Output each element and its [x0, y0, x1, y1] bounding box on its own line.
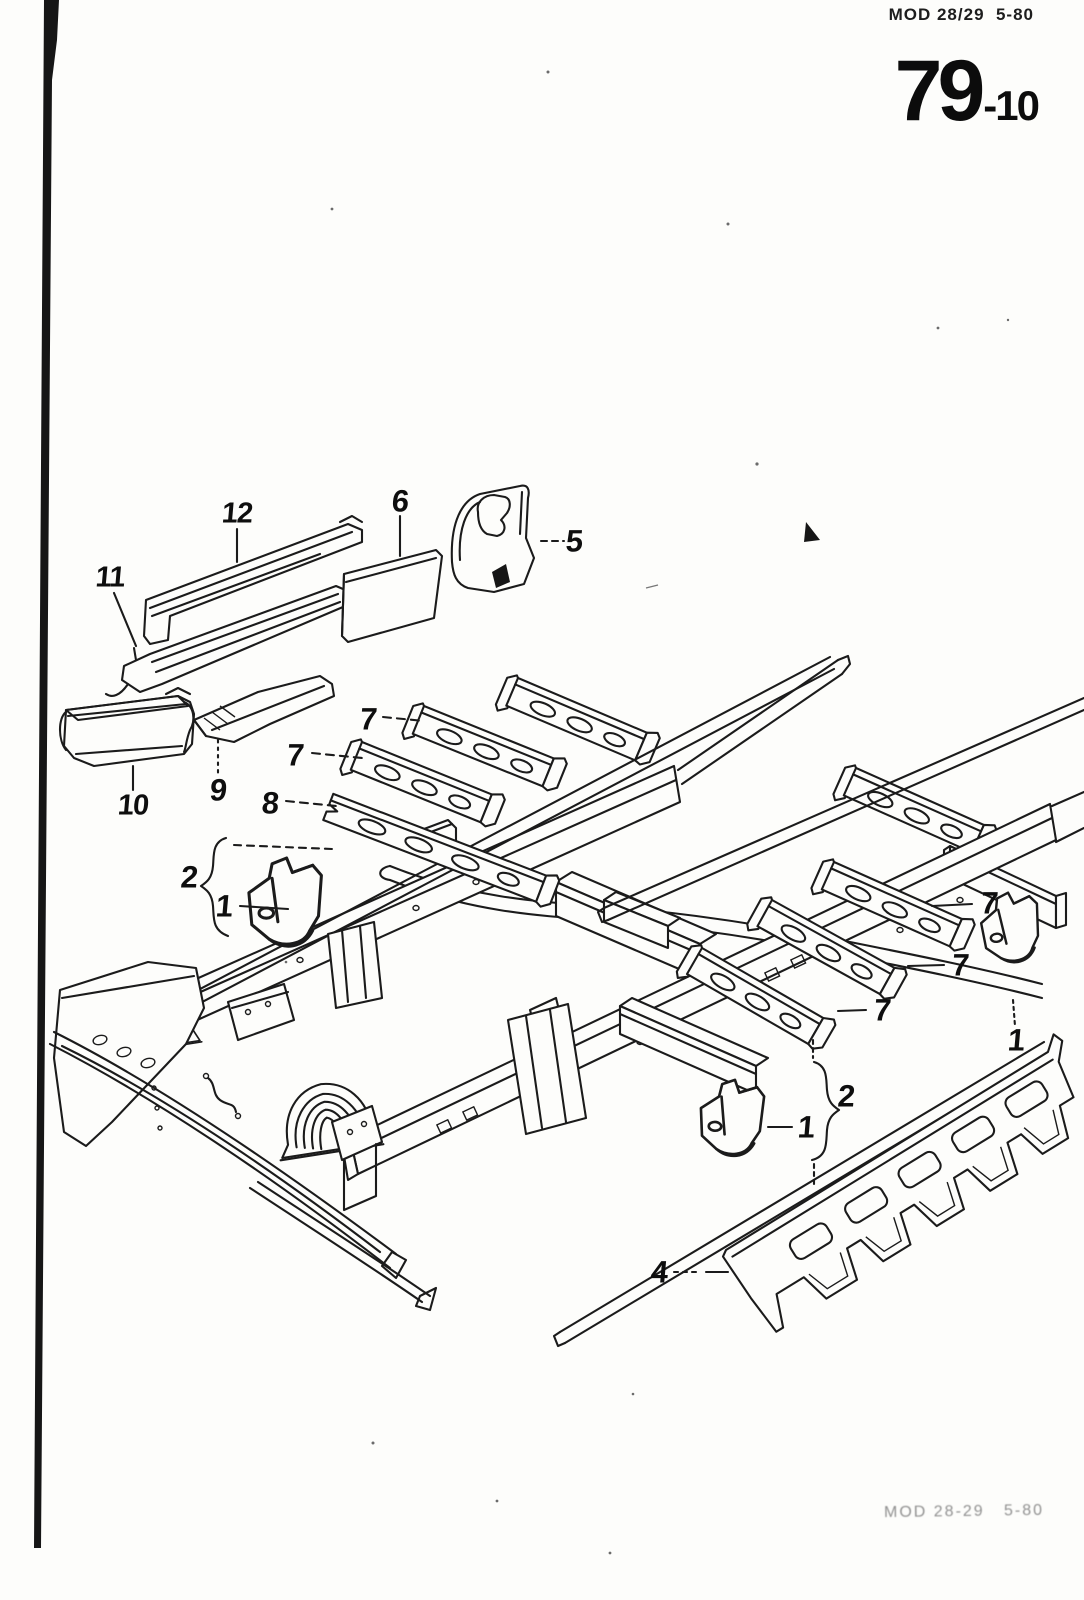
scan-specks — [284, 70, 1010, 1555]
callout-5: 5 — [564, 523, 584, 559]
page-number-main: 79 — [894, 43, 986, 139]
callout-8: 8 — [260, 785, 280, 821]
callout-10: 10 — [116, 789, 150, 822]
callout-leader-lines — [112, 514, 1017, 1274]
callout-11: 11 — [94, 561, 126, 594]
callout-9: 9 — [208, 772, 228, 808]
callout-1-bottom: 1 — [796, 1109, 816, 1145]
part-10-sill-box — [58, 686, 196, 768]
callout-1-left: 1 — [214, 888, 234, 924]
footer-doc-code: MOD 28-29 5-80 — [883, 1501, 1045, 1522]
loose-crossmembers — [321, 697, 978, 1096]
callout-12: 12 — [220, 497, 254, 530]
part-9-wedge-member — [192, 674, 336, 744]
callout-6: 6 — [390, 483, 410, 519]
page-number-suffix: -10 — [983, 81, 1040, 129]
callout-7-d: 7 — [950, 947, 970, 983]
part-6-panel — [340, 548, 444, 644]
callout-7-a: 7 — [358, 701, 378, 737]
callout-7-e: 7 — [872, 992, 892, 1028]
callout-2-left: 2 — [179, 859, 199, 895]
callout-7-c: 7 — [979, 885, 999, 921]
callout-1-right: 1 — [1006, 1022, 1026, 1058]
part-12-side-member — [142, 514, 364, 646]
callout-4: 4 — [649, 1254, 669, 1290]
callout-2-right: 2 — [836, 1078, 856, 1114]
page-number: 79 -10 — [894, 43, 1040, 139]
part-4-serrated-panel — [552, 1033, 1075, 1348]
header-doc-code: MOD 28/29 5-80 — [888, 5, 1034, 24]
callout-7-b: 7 — [285, 737, 305, 773]
part-5-bracket-panel — [450, 484, 536, 594]
spine-bar — [34, 0, 59, 1548]
